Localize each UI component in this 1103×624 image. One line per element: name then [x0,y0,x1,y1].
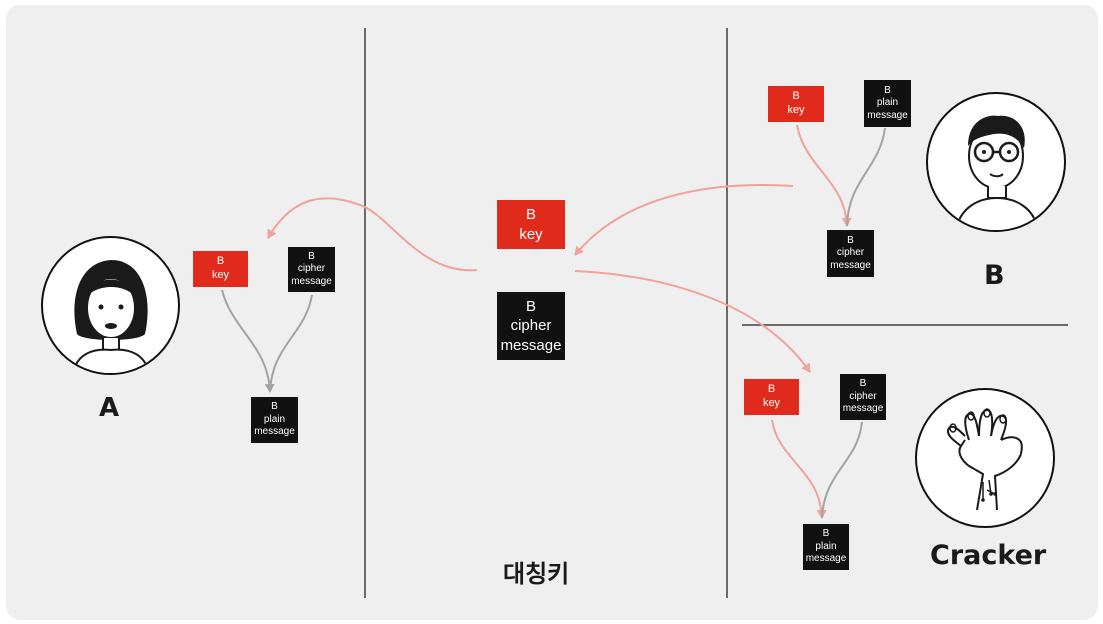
label-a: A [99,393,119,423]
b-cipher-line1: cipher [837,247,864,260]
center-cipher-owner: B [526,297,536,317]
a-plain-line1: plain [264,414,285,427]
a-plain-owner: B [271,401,278,414]
b-cipher-line2: message [830,260,871,273]
a-cipher-line2: message [291,276,332,289]
b-plain-owner: B [884,85,891,98]
arrow-center-to-cracker [575,271,810,372]
center-key-box: B key [497,200,565,249]
a-cipher-line1: cipher [298,263,325,276]
cracker-plain-owner: B [823,528,830,541]
man-with-glasses-avatar-icon [926,92,1066,232]
arrow-b-to-center [575,185,793,255]
center-cipher-line1: cipher [511,316,552,336]
b-plain-line2: message [867,110,908,123]
label-b: B [984,260,1005,291]
woman-avatar-icon [41,236,180,375]
cracker-cipher-line1: cipher [849,391,876,404]
b-plain-box: B plain message [864,80,911,127]
cracker-cipher-line2: message [843,403,884,416]
center-cipher-line2: message [501,336,562,356]
arrow-b-plain-merge [847,128,885,226]
arrow-a-key-merge [222,290,270,392]
arrow-cracker-cipher-merge [822,422,862,518]
a-key-text: key [212,269,229,283]
cracker-key-text: key [763,397,780,411]
center-cipher-box: B cipher message [497,292,565,360]
cracker-cipher-owner: B [860,378,867,391]
a-cipher-owner: B [308,251,315,264]
label-cracker: Cracker [930,540,1046,571]
cracker-key-box: B key [744,379,799,415]
b-key-text: key [787,104,804,118]
cracker-plain-line2: message [806,553,847,566]
center-key-owner: B [526,205,536,225]
a-key-box: B key [193,251,248,287]
b-key-owner: B [792,90,799,104]
b-plain-line1: plain [877,97,898,110]
center-key-text: key [519,225,542,245]
a-plain-line2: message [254,426,295,439]
arrow-b-key-merge [797,125,847,226]
cracker-hand-icon [915,388,1055,528]
cracker-key-owner: B [768,383,775,397]
arrow-a-cipher-merge [270,295,312,392]
b-cipher-box: B cipher message [827,230,874,277]
b-cipher-owner: B [847,235,854,248]
cracker-plain-line1: plain [815,541,836,554]
a-key-owner: B [217,255,224,269]
page-title: 대칭키 [503,554,569,589]
cracker-cipher-box: B cipher message [840,374,886,420]
cracker-plain-box: B plain message [803,524,849,570]
arrow-cracker-key-merge [772,420,822,518]
a-cipher-box: B cipher message [288,247,335,292]
a-plain-box: B plain message [251,397,298,443]
b-key-box: B key [768,86,824,122]
